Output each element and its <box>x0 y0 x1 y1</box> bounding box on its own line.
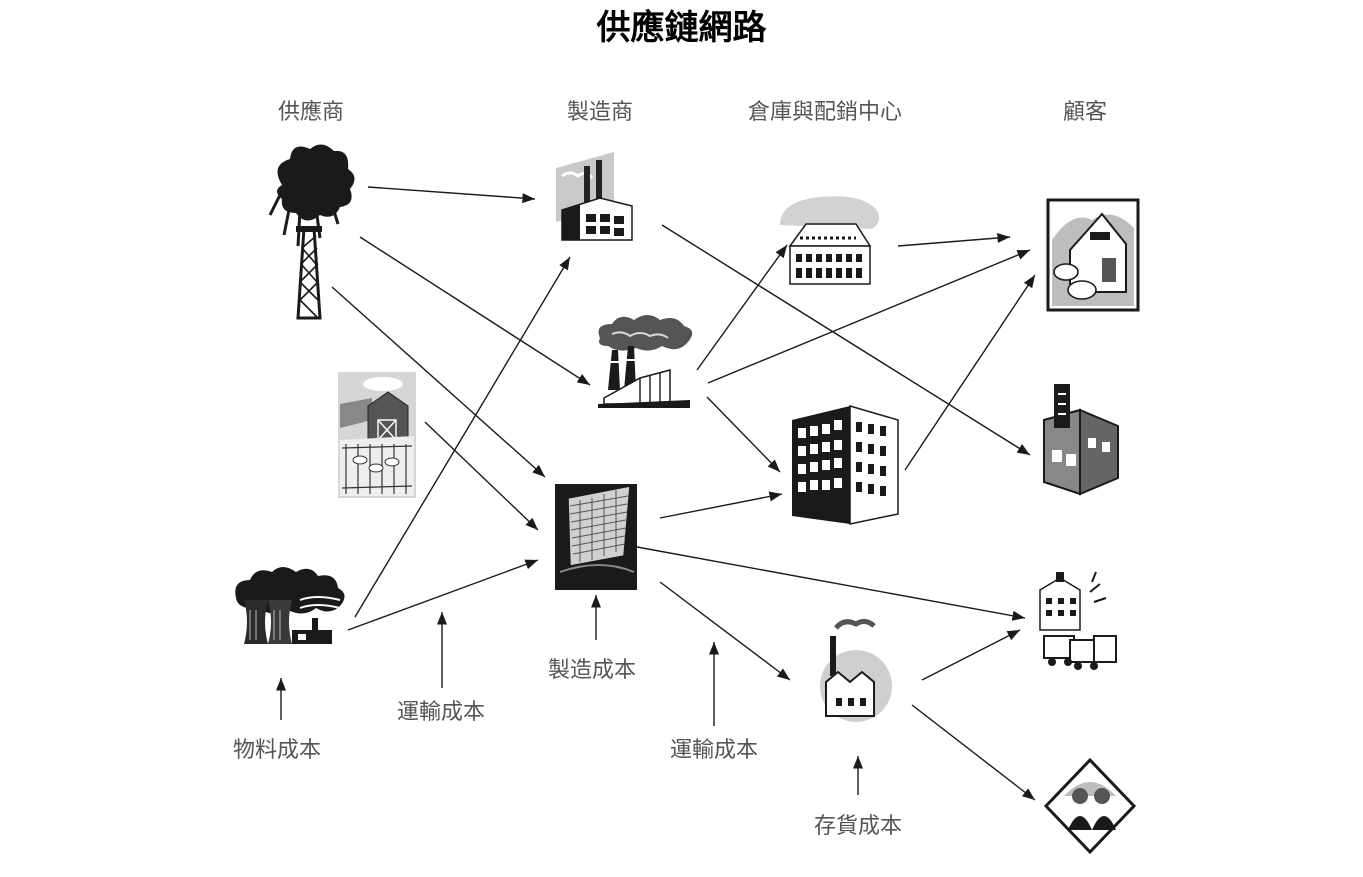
column-header-manufacturers: 製造商 <box>567 100 634 125</box>
arrow-derrick-to-factory3 <box>331 286 546 478</box>
arrow-smallfactory-to-campus <box>921 629 1021 681</box>
arrow-derrick-to-factory1 <box>367 186 536 204</box>
office-building-icon <box>792 405 899 525</box>
arrow-factory2-to-office <box>706 396 781 473</box>
factory-icon <box>556 152 633 241</box>
small-factory-icon <box>820 618 892 722</box>
tower-factory-icon <box>555 484 637 590</box>
flow-arrows <box>275 186 1036 801</box>
arrow-powerplant-to-factory3 <box>347 559 539 631</box>
arrow-factory3-to-campus <box>636 546 1026 621</box>
arrow-smallfactory-to-family <box>911 704 1036 801</box>
power-plant-icon <box>235 567 345 644</box>
arrow-factory3-to-office <box>659 491 783 519</box>
arrow-factory3-to-smallfactory <box>659 581 791 681</box>
cost-label-transport-1: 運輸成本 <box>397 700 486 725</box>
column-header-warehouses: 倉庫與配銷中心 <box>748 100 903 125</box>
warehouse-icon <box>780 196 880 285</box>
campus-icon <box>1039 571 1117 670</box>
arrow-warehouse1-to-house <box>897 232 1011 247</box>
farm-icon <box>338 372 416 498</box>
arrow-derrick-to-factory2 <box>359 236 591 386</box>
cost-label-manufacturing: 製造成本 <box>548 658 637 683</box>
column-header-customers: 顧客 <box>1063 100 1108 125</box>
arrow-factory2-to-warehouse1 <box>696 244 788 371</box>
house-icon <box>1046 198 1140 312</box>
arrow-factory2-to-house <box>707 249 1031 384</box>
oil-derrick-icon <box>268 144 355 320</box>
family-icon <box>1043 757 1137 855</box>
arrow-farm-to-factory3 <box>424 421 539 531</box>
arrow-factory1-to-store <box>661 224 1031 456</box>
store-icon <box>1043 384 1119 496</box>
column-header-suppliers: 供應商 <box>278 100 345 125</box>
smokestack-factory-icon <box>598 315 693 408</box>
arrow-powerplant-to-factory1 <box>354 256 571 618</box>
page-title: 供應鏈網路 <box>596 8 767 48</box>
cost-label-inventory: 存貨成本 <box>814 814 903 839</box>
arrow-office-to-house <box>904 274 1036 471</box>
cost-label-transport-2: 運輸成本 <box>670 738 759 763</box>
cost-label-material: 物料成本 <box>233 738 322 763</box>
